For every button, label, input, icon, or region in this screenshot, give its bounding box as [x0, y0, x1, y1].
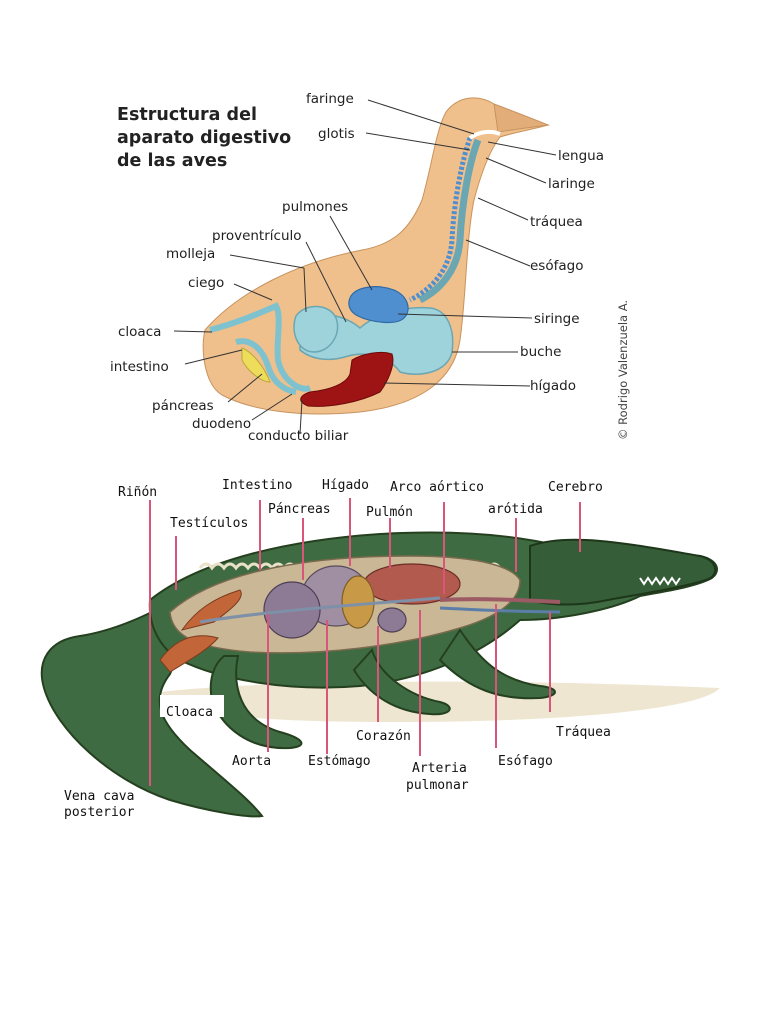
crocodile-diagram: Riñón Intestino Hígado Arco aórtico Cere… — [40, 478, 720, 820]
trachea-tube — [408, 137, 473, 303]
label-intestino: intestino — [110, 359, 169, 375]
label-intestino-croc: Intestino — [222, 478, 292, 493]
label-vena-cava-1: Vena cava — [64, 789, 134, 804]
liver-shape — [300, 351, 394, 407]
label-lengua: lengua — [558, 148, 604, 164]
croc-aorta — [199, 596, 441, 624]
croc-back-leg — [209, 655, 303, 750]
tongue-shape — [468, 129, 501, 140]
label-ciego: ciego — [188, 275, 224, 291]
croc-testicles — [180, 589, 242, 631]
croc-esophagus — [439, 597, 561, 604]
croc-head — [529, 538, 716, 606]
label-carotida: arótida — [488, 502, 543, 517]
label-pulmon: Pulmón — [366, 505, 413, 520]
label-testiculos: Testículos — [170, 516, 248, 531]
label-laringe: laringe — [548, 176, 595, 192]
label-buche: buche — [520, 344, 561, 360]
label-estomago: Estómago — [308, 754, 371, 769]
label-cloaca: cloaca — [118, 324, 161, 340]
label-higado-croc: Hígado — [322, 478, 369, 493]
label-pulmones: pulmones — [282, 199, 348, 215]
label-corazon: Corazón — [356, 729, 411, 744]
bird-diagram-title: Estructura del aparato digestivo de las … — [117, 104, 317, 173]
bird-beak — [493, 103, 550, 133]
label-proventriculo: proventrículo — [212, 228, 302, 244]
label-conducto-biliar: conducto biliar — [248, 428, 349, 444]
croc-front-leg — [438, 628, 556, 700]
croc-trachea — [439, 606, 561, 614]
label-vena-cava-2: posterior — [64, 805, 135, 820]
croc-heart — [377, 607, 407, 633]
croc-kidney — [159, 635, 219, 673]
label-esofago: esófago — [530, 258, 583, 274]
label-aorta: Aorta — [232, 754, 271, 769]
label-glotis: glotis — [318, 126, 355, 142]
label-cloaca-croc: Cloaca — [166, 705, 213, 720]
label-arteria-pulmonar-1: Arteria — [412, 761, 467, 776]
label-pancreas: páncreas — [152, 398, 214, 414]
label-cerebro: Cerebro — [548, 480, 603, 495]
label-rinon: Riñón — [118, 485, 157, 500]
croc-pancreas — [341, 575, 375, 629]
label-faringe: faringe — [306, 91, 354, 107]
label-arteria-pulmonar-2: pulmonar — [406, 778, 469, 793]
croc-tail — [40, 577, 264, 818]
label-traquea-croc: Tráquea — [556, 725, 611, 740]
title-line-3: de las aves — [117, 151, 228, 171]
croc-leader-lines — [149, 498, 581, 786]
croc-teeth — [639, 576, 681, 586]
label-molleja: molleja — [166, 246, 215, 262]
label-esofago-croc: Esófago — [498, 754, 553, 769]
bird-leader-lines — [173, 99, 557, 435]
label-higado: hígado — [530, 378, 576, 394]
cloaca-label-box — [160, 695, 224, 717]
title-line-2: aparato digestivo — [117, 128, 292, 148]
title-line-1: Estructura del — [117, 105, 257, 125]
bird-diagram: faringe glotis lengua laringe tráquea pu… — [110, 91, 604, 444]
intestine-loops — [209, 302, 312, 395]
label-arco-aortico: Arco aórtico — [390, 480, 484, 495]
lungs — [348, 286, 409, 324]
label-duodeno: duodeno — [192, 416, 251, 432]
label-pancreas-croc: Páncreas — [268, 502, 331, 517]
pancreas-shape — [241, 347, 271, 383]
gizzard — [293, 305, 339, 353]
label-traquea: tráquea — [530, 214, 583, 230]
label-siringe: siringe — [534, 311, 580, 327]
esophagus-tube — [418, 138, 482, 304]
